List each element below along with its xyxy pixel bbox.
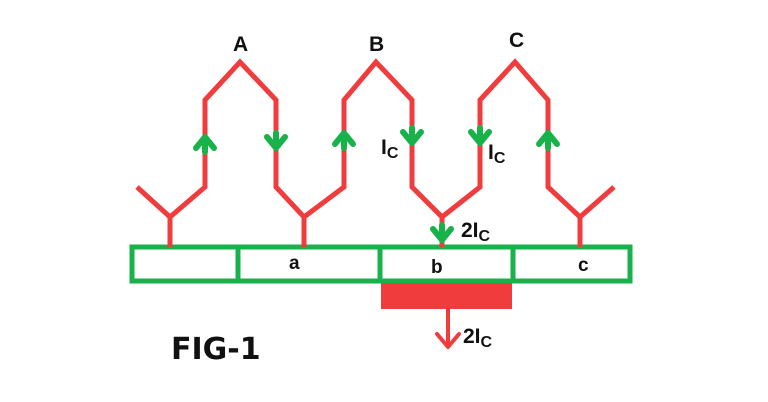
segment-label-a: a bbox=[289, 253, 300, 274]
current-label-ic-right: IC bbox=[488, 141, 506, 167]
phase-label-a: A bbox=[233, 33, 249, 56]
current-label-ic-left: IC bbox=[381, 136, 399, 162]
arrow-down-2 bbox=[400, 125, 424, 146]
arrow-up-1 bbox=[193, 134, 217, 155]
phase-label-c: C bbox=[509, 29, 525, 52]
current-label-2ic-bottom: 2IC bbox=[463, 325, 493, 351]
figure-label: FIG-1 bbox=[171, 332, 261, 367]
arrow-down-1 bbox=[264, 130, 288, 151]
arrow-down-3 bbox=[468, 125, 492, 146]
segment-label-c: c bbox=[578, 255, 589, 276]
phase-label-b: B bbox=[369, 33, 385, 56]
arrow-down-center bbox=[430, 222, 454, 243]
arrow-up-2 bbox=[332, 130, 356, 151]
current-label-2ic-top: 2IC bbox=[461, 219, 491, 245]
current-arrows bbox=[193, 125, 560, 243]
arrow-up-3 bbox=[536, 130, 560, 151]
output-arrow bbox=[435, 307, 461, 349]
output-arrow-head bbox=[435, 332, 461, 349]
bus-bar bbox=[129, 244, 633, 284]
segment-label-b: b bbox=[431, 257, 443, 278]
winding-main-path bbox=[135, 58, 616, 221]
winding-conductors bbox=[135, 58, 616, 247]
fault-block bbox=[381, 283, 512, 309]
